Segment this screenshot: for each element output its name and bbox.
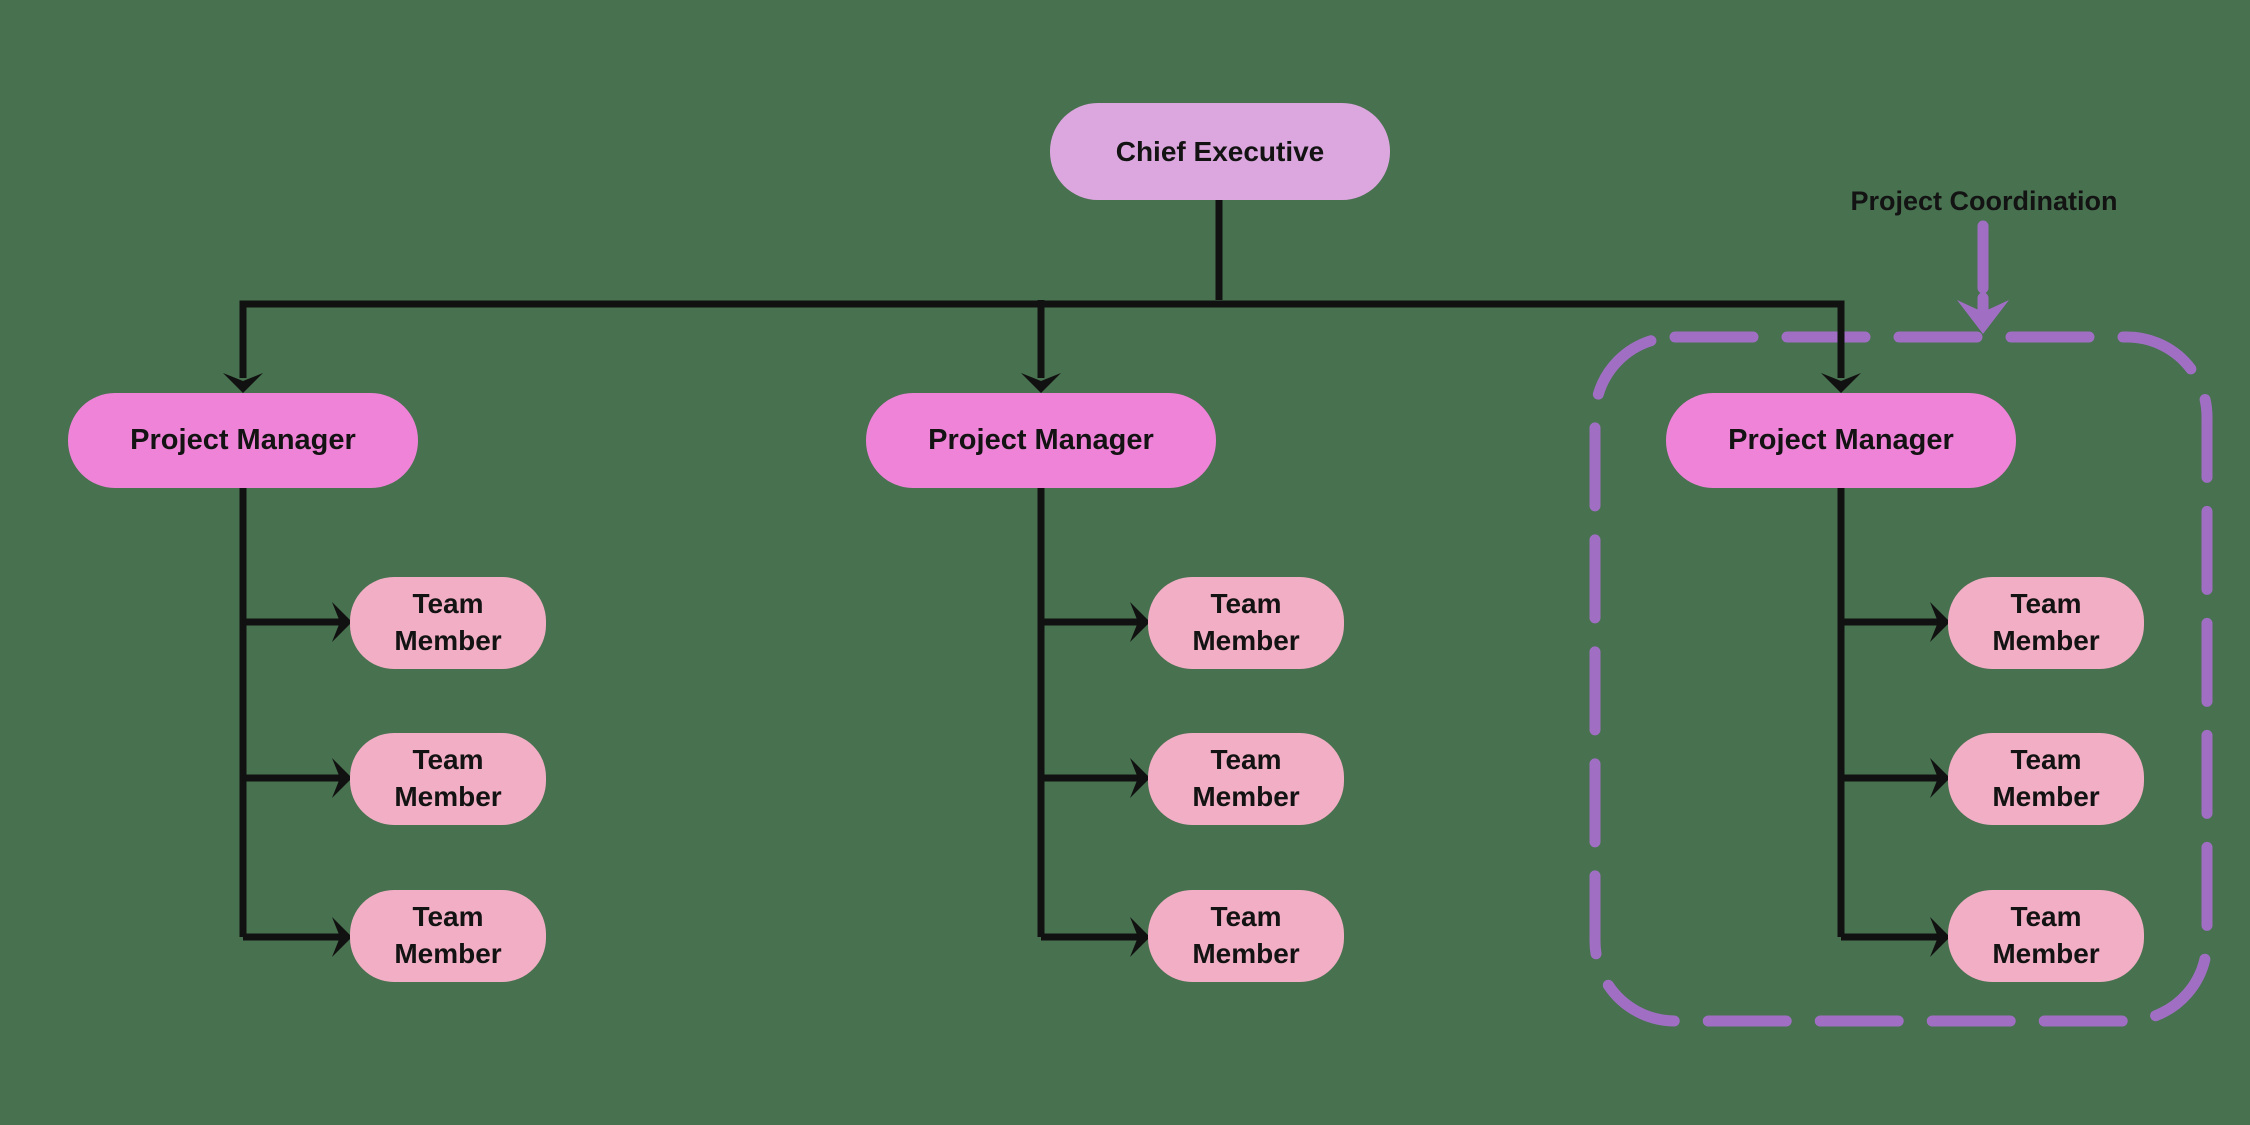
arrowhead-right-icon [1130, 602, 1150, 642]
node-label: Team Member [1192, 901, 1300, 969]
coordination-arrowhead-icon [1957, 300, 2009, 334]
node-team-member-3-2: Team Member [1948, 733, 2144, 825]
node-project-manager-1: Project Manager [68, 393, 418, 488]
coordination-group-dashed-border [1589, 331, 2213, 1027]
node-project-manager-3: Project Manager [1666, 393, 2016, 488]
node-label: Project Manager [1728, 424, 1954, 456]
node-label: Team Member [1992, 588, 2100, 656]
arrowhead-right-icon [1930, 602, 1950, 642]
arrowhead-right-icon [332, 602, 352, 642]
node-label: Team Member [1992, 901, 2100, 969]
coordination-annotation-label: Project Coordination [1850, 186, 2118, 216]
arrowhead-right-icon [1130, 917, 1150, 957]
node-team-member-3-3: Team Member [1948, 890, 2144, 982]
node-label: Team Member [1192, 588, 1300, 656]
node-label: Team Member [1192, 744, 1300, 812]
arrowhead-right-icon [1130, 758, 1150, 798]
node-chief-executive: Chief Executive [1050, 103, 1390, 200]
node-team-member-1-2: Team Member [350, 733, 546, 825]
node-team-member-1-3: Team Member [350, 890, 546, 982]
node-team-member-2-1: Team Member [1148, 577, 1344, 669]
node-label: Team Member [394, 744, 502, 812]
node-team-member-2-2: Team Member [1148, 733, 1344, 825]
node-project-manager-2: Project Manager [866, 393, 1216, 488]
arrowhead-right-icon [332, 917, 352, 957]
arrowhead-down-icon [223, 373, 263, 393]
arrowhead-right-icon [332, 758, 352, 798]
node-team-member-1-1: Team Member [350, 577, 546, 669]
node-team-member-3-1: Team Member [1948, 577, 2144, 669]
node-label: Chief Executive [1115, 135, 1325, 167]
node-label: Team Member [1992, 744, 2100, 812]
arrowhead-right-icon [1930, 758, 1950, 798]
node-label: Team Member [394, 588, 502, 656]
arrowhead-down-icon [1021, 373, 1061, 393]
node-team-member-2-3: Team Member [1148, 890, 1344, 982]
node-label: Project Manager [130, 424, 356, 456]
node-label: Project Manager [928, 424, 1154, 456]
arrowhead-right-icon [1930, 917, 1950, 957]
node-label: Team Member [394, 901, 502, 969]
arrowhead-down-icon [1821, 373, 1861, 393]
